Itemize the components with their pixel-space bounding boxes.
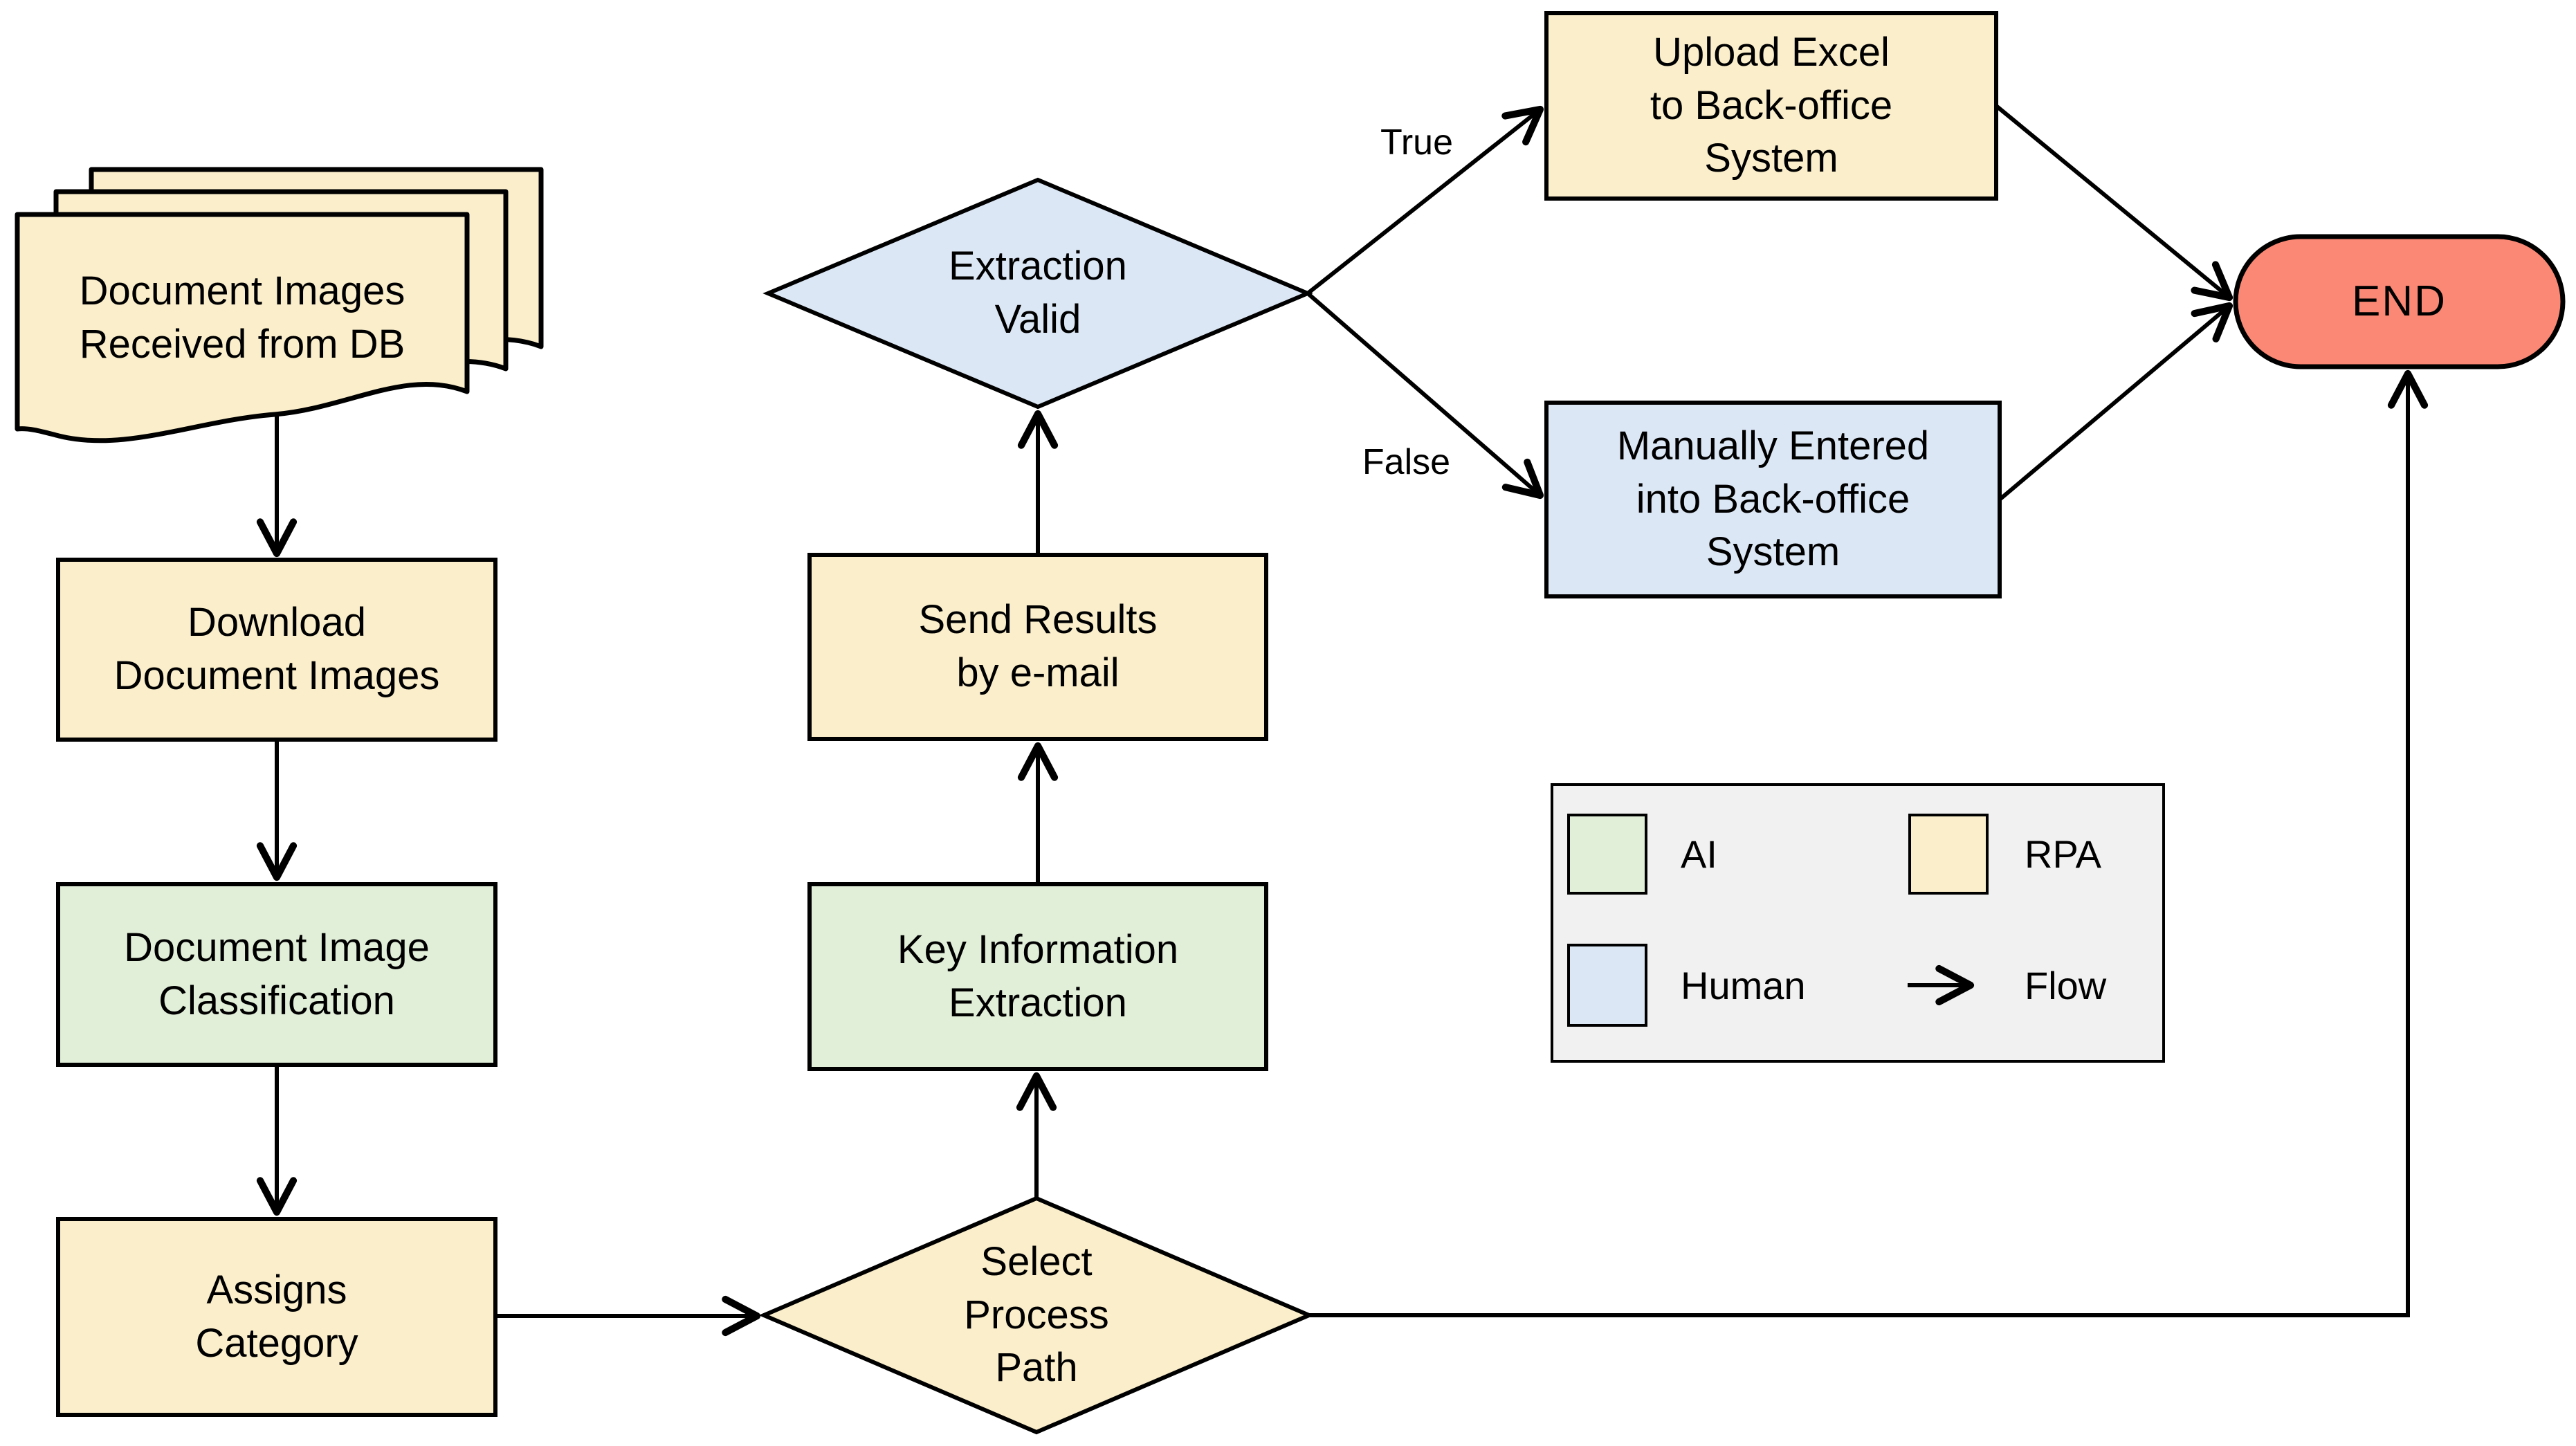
edge-label-false: False	[1362, 442, 1451, 482]
edge-upload-end	[1995, 104, 2234, 302]
node-uploadexcel-box	[1544, 11, 1998, 201]
legend-label-flow: Flow	[2025, 963, 2107, 1007]
legend-box	[1551, 783, 2165, 1063]
edge-manual-end	[1998, 302, 2234, 502]
legend	[1551, 783, 2165, 1063]
node-selectpath-diamond	[758, 1196, 1315, 1435]
node-extractionvalid-diamond	[762, 177, 1313, 410]
edge-extraction-upload-true	[1306, 105, 1544, 295]
node-manualentry-box	[1544, 401, 2002, 598]
legend-swatch-ai	[1567, 814, 1647, 895]
document-sheet-front	[15, 212, 470, 443]
edge-label-true: True	[1380, 122, 1453, 163]
node-classification-box	[56, 882, 497, 1067]
node-download-box	[56, 558, 497, 742]
legend-swatch-rpa	[1908, 814, 1989, 895]
edge-select-end	[1309, 369, 2429, 1317]
node-document-images-received	[15, 167, 544, 443]
legend-label-human: Human	[1681, 963, 1806, 1007]
legend-swatch-human	[1567, 944, 1647, 1027]
node-assigns-box	[56, 1217, 497, 1417]
node-keyinfo-box	[807, 882, 1268, 1071]
legend-label-ai: AI	[1681, 832, 1717, 876]
edge-extraction-manual-false	[1306, 291, 1544, 500]
legend-label-rpa: RPA	[2025, 832, 2101, 876]
process-nodes	[56, 11, 2002, 1417]
edges	[256, 104, 2429, 1337]
node-end-pill	[2233, 234, 2566, 369]
node-sendresults-box	[807, 553, 1268, 741]
